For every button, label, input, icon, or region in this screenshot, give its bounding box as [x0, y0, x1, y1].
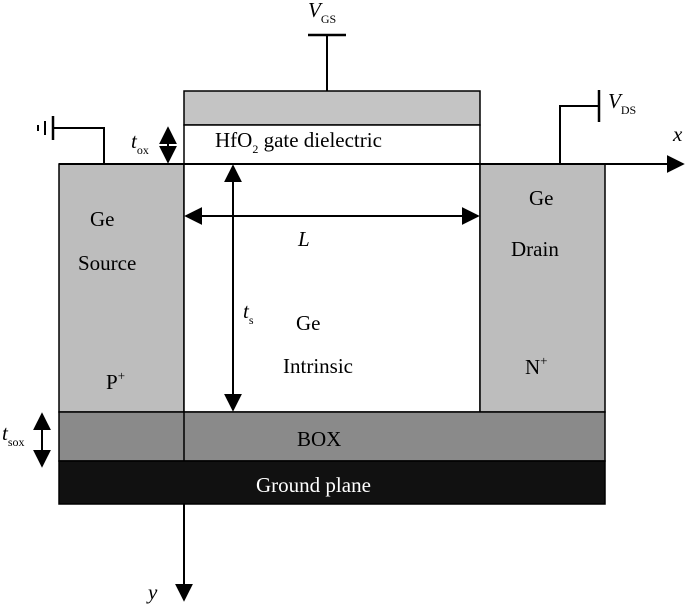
source-doping-label: P+ [106, 368, 125, 394]
vds-lead [559, 105, 599, 164]
drain-label-line1: Ge [529, 186, 554, 210]
y-axis-label: y [146, 580, 158, 604]
x-axis-label: x [672, 122, 683, 146]
vgs-label: VGS [308, 0, 336, 26]
ts-label: ts [243, 299, 254, 327]
drain-doping-label: N+ [525, 353, 548, 379]
tsox-label: tsox [2, 421, 25, 449]
gate-electrode [183, 90, 481, 126]
length-label: L [297, 227, 310, 251]
drain-label-line2: Drain [511, 237, 559, 261]
drain-region [479, 163, 606, 413]
channel-label-line1: Ge [296, 311, 321, 335]
source-label-line1: Ge [90, 207, 115, 231]
box-label: BOX [297, 427, 341, 451]
gate-dielectric-label: HfO2 gate dielectric [215, 128, 382, 156]
source-lead [53, 127, 105, 164]
vds-label: VDS [608, 89, 636, 117]
gate-dielectric-layer [183, 124, 481, 165]
tox-label: tox [131, 129, 149, 157]
ground-plane [58, 460, 606, 505]
ground-plane-label: Ground plane [256, 473, 371, 497]
source-region [58, 163, 185, 413]
channel-label-line2: Intrinsic [283, 354, 353, 378]
source-label-line2: Source [78, 251, 136, 275]
